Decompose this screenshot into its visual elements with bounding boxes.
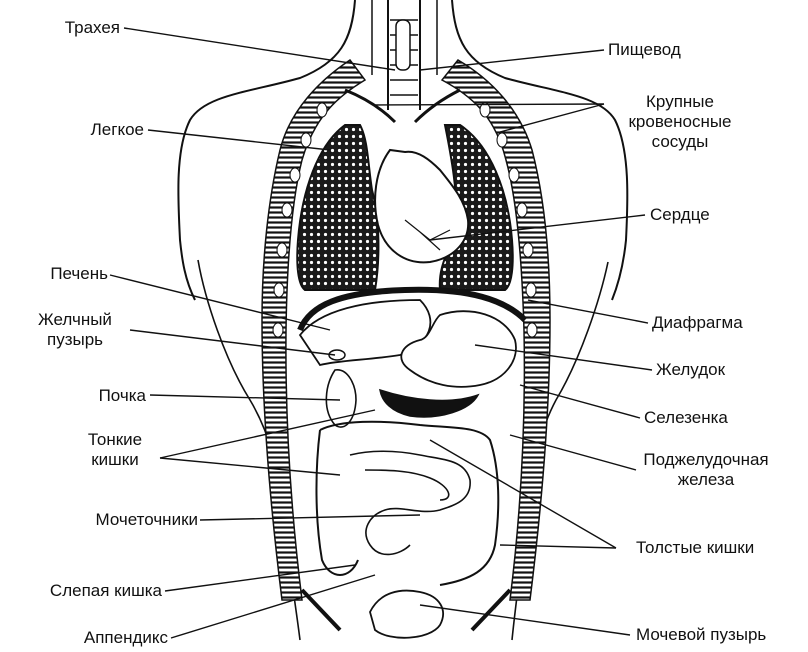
label-small-intestine-line-2: кишки [60, 450, 170, 470]
label-lung: Легкое [20, 120, 144, 140]
label-gallbladder-line-2: пузырь [20, 330, 130, 350]
bladder [370, 591, 443, 638]
label-bladder: Мочевой пузырь [636, 625, 766, 645]
label-great-vessels-line-2: кровеносные [610, 112, 750, 132]
label-cecum: Слепая кишка [4, 581, 162, 601]
label-gallbladder-line-1: Желчный [20, 310, 130, 330]
label-heart: Сердце [650, 205, 710, 225]
label-stomach: Желудок [656, 360, 725, 380]
label-diaphragm: Диафрагма [652, 313, 743, 333]
large-intestine [316, 422, 498, 585]
label-pancreas-line-1: Поджелудочная [626, 450, 786, 470]
small-intestine [350, 451, 470, 554]
label-pancreas: Поджелудочная железа [626, 450, 786, 490]
label-ureters: Мочеточники [10, 510, 198, 530]
label-great-vessels-line-1: Крупные [610, 92, 750, 112]
label-gallbladder: Желчный пузырь [20, 310, 130, 350]
label-small-intestine-line-1: Тонкие [60, 430, 170, 450]
label-great-vessels: Крупные кровеносные сосуды [610, 92, 750, 152]
lung-left [297, 125, 378, 290]
label-liver: Печень [20, 264, 108, 284]
label-pancreas-line-2: железа [626, 470, 786, 490]
label-appendix: Аппендикс [10, 628, 168, 648]
label-trachea: Трахея [20, 18, 120, 38]
label-esophagus: Пищевод [608, 40, 681, 60]
kidney [326, 370, 356, 427]
label-kidney: Почка [20, 386, 146, 406]
label-small-intestine: Тонкие кишки [60, 430, 170, 470]
label-spleen: Селезенка [644, 408, 728, 428]
label-great-vessels-line-3: сосуды [610, 132, 750, 152]
label-large-intestine: Толстые кишки [636, 538, 754, 558]
spleen [380, 390, 478, 417]
